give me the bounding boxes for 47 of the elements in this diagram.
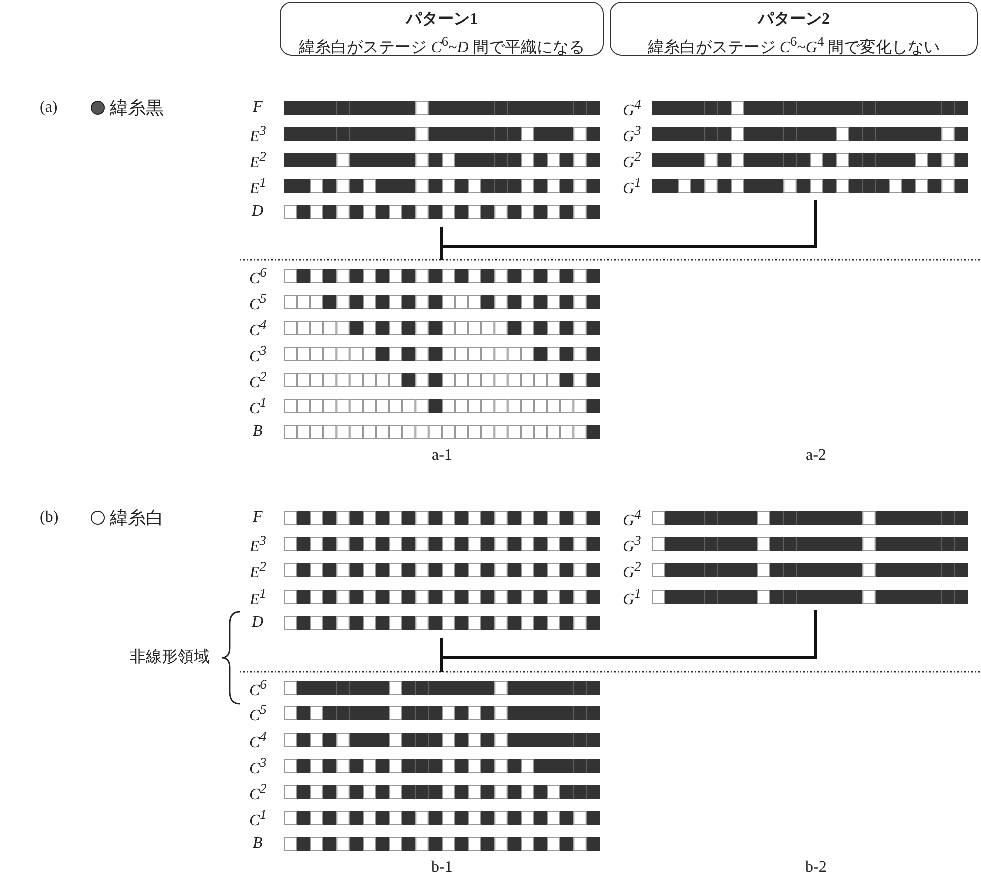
stage-label: E$^{2}$ [250,560,266,581]
stage-label: G$^{3}$ [623,124,642,145]
stage-label: G$^{2}$ [623,150,642,171]
stage-label: E$^{2}$ [250,150,266,171]
panel-caption: a-1 [432,448,452,464]
legend-text: 緯糸黒 [110,99,164,117]
box-description: 緯糸白がステージ C$^{6}$~G$^{4}$ 間で変化しない [646,34,942,58]
stage-label: B [253,836,263,852]
stage-label: G$^{3}$ [623,534,642,555]
region-label: 非線形領域 [130,650,210,666]
stage-label: C$^{6}$ [250,266,267,287]
stage-label: C$^{1}$ [250,808,267,829]
panel-caption: a-2 [806,448,826,464]
panel-label: (b) [40,510,59,526]
stage-label: B [253,424,263,440]
stage-label: G$^{4}$ [623,508,642,529]
stage-label: E$^{3}$ [250,124,266,145]
stage-label: C$^{1}$ [250,396,267,417]
stage-label: C$^{5}$ [250,292,267,313]
stage-label: C$^{3}$ [250,756,267,777]
stage-label: F [253,100,263,116]
stage-label: E$^{3}$ [250,534,266,555]
stage-label: C$^{2}$ [250,370,267,391]
stage-label: D [252,615,264,631]
panel-caption: b-2 [806,860,827,876]
stage-label: F [253,510,263,526]
stage-label: C$^{6}$ [250,678,267,699]
box-heading: パターン2 [756,10,831,30]
panel-label: (a) [40,100,58,116]
box-description: 緯糸白がステージ C$^{6}$~D 間で平織になる [298,34,586,58]
stage-label: D [252,204,264,220]
stage-label: C$^{5}$ [250,702,267,724]
pattern-box [610,2,978,56]
box-heading: パターン1 [404,10,479,30]
legend-text: 緯糸白 [110,509,164,527]
stage-label: E$^{1}$ [250,586,266,608]
stage-label: G$^{1}$ [623,586,642,608]
stage-label: C$^{4}$ [250,730,267,751]
stage-label: G$^{1}$ [623,176,642,197]
stage-label: G$^{2}$ [623,560,642,581]
stage-label: G$^{4}$ [623,98,642,119]
stage-label: C$^{2}$ [250,782,267,803]
stage-label: E$^{1}$ [250,176,266,197]
stage-label: C$^{4}$ [250,318,267,339]
pattern-box [280,2,604,56]
panel-caption: b-1 [432,860,453,876]
stage-label: C$^{3}$ [250,344,267,365]
